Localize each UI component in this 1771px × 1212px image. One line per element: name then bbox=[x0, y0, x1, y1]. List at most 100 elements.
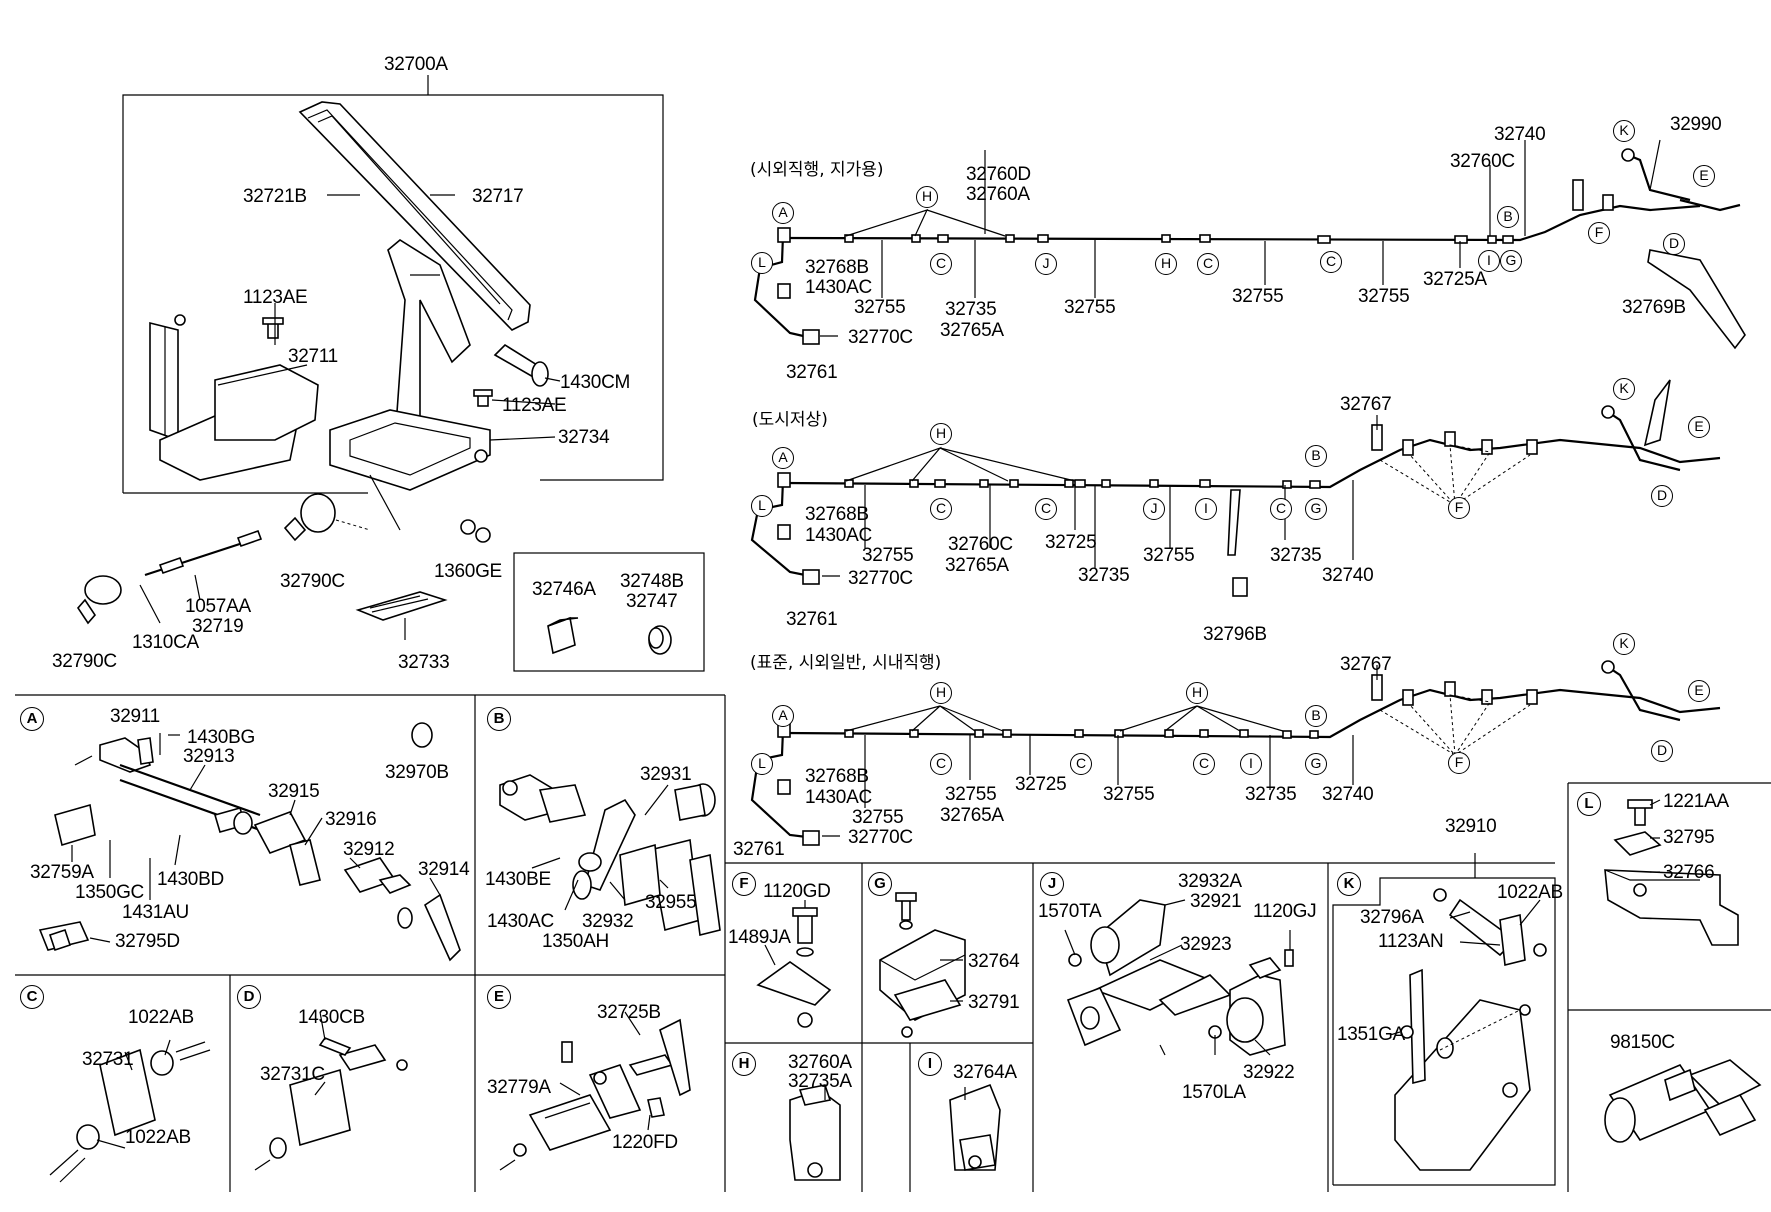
label-32768B-2: 32768B bbox=[805, 504, 869, 525]
label-32717: 32717 bbox=[472, 186, 524, 207]
label-1022AB-k: 1022AB bbox=[1497, 882, 1563, 903]
label-32795D: 32795D bbox=[115, 931, 180, 952]
label-1430AC-3: 1430AC bbox=[805, 787, 872, 808]
callout-a-2: A bbox=[772, 447, 794, 469]
label-32748B: 32748B bbox=[620, 571, 684, 592]
label-32755-1c: 32755 bbox=[1232, 286, 1284, 307]
label-32915: 32915 bbox=[268, 781, 320, 802]
section-k-drawing bbox=[1389, 853, 1547, 1171]
label-1123AE-top: 1123AE bbox=[243, 287, 308, 308]
label-1570LA: 1570LA bbox=[1182, 1082, 1246, 1103]
label-32735A: 32735A bbox=[788, 1071, 852, 1092]
label-1570TA: 1570TA bbox=[1038, 901, 1102, 922]
section-f-drawing bbox=[756, 900, 832, 1028]
label-32990: 32990 bbox=[1670, 114, 1722, 135]
label-32755-3c: 32755 bbox=[1103, 784, 1155, 805]
callout-a-3: A bbox=[772, 705, 794, 727]
header-cable-variant-3: (표준, 시외일반, 시내직행) bbox=[750, 653, 942, 673]
label-32765A-2: 32765A bbox=[945, 555, 1009, 576]
section-g-drawing bbox=[879, 892, 966, 1038]
callout-e-3: E bbox=[1688, 680, 1710, 702]
callout-c-1c: C bbox=[1320, 251, 1342, 273]
label-32795: 32795 bbox=[1663, 827, 1715, 848]
callout-k-3: K bbox=[1613, 633, 1635, 655]
label-32746A: 32746A bbox=[532, 579, 596, 600]
cable-routing-1-drawing bbox=[753, 139, 1746, 350]
label-32761-2: 32761 bbox=[786, 609, 838, 630]
label-32721B: 32721B bbox=[243, 186, 307, 207]
label-32764: 32764 bbox=[968, 951, 1020, 972]
section-e-drawing bbox=[499, 1011, 691, 1171]
callout-c-2b: C bbox=[1035, 498, 1057, 520]
section-d-drawing bbox=[254, 1011, 408, 1171]
callout-e-2: E bbox=[1688, 416, 1710, 438]
label-1360GE: 1360GE bbox=[434, 561, 502, 582]
section-l-drawing bbox=[1604, 799, 1739, 946]
label-1430CB: 1430CB bbox=[298, 1007, 365, 1028]
callout-g-3: G bbox=[1305, 753, 1327, 775]
label-32765A: 32765A bbox=[940, 320, 1004, 341]
label-32790C-center: 32790C bbox=[280, 571, 345, 592]
label-32760D: 32760D bbox=[966, 164, 1031, 185]
label-1430BE: 1430BE bbox=[485, 869, 551, 890]
callout-h-1b: H bbox=[1155, 253, 1177, 275]
label-32955: 32955 bbox=[645, 892, 697, 913]
label-32761-3: 32761 bbox=[733, 839, 785, 860]
label-32770C-3: 32770C bbox=[848, 827, 913, 848]
callout-j-1: J bbox=[1035, 253, 1057, 275]
pedal-assembly-drawing bbox=[76, 75, 705, 672]
label-32765A-3: 32765A bbox=[940, 805, 1004, 826]
label-32914: 32914 bbox=[418, 859, 470, 880]
label-32770C: 32770C bbox=[848, 327, 913, 348]
label-32760C-2: 32760C bbox=[948, 534, 1013, 555]
label-1120GJ: 1120GJ bbox=[1253, 901, 1317, 922]
callout-l-2: L bbox=[751, 495, 773, 517]
label-1430BG: 1430BG bbox=[187, 727, 255, 748]
label-1120GD: 1120GD bbox=[763, 881, 831, 902]
label-1489JA: 1489JA bbox=[728, 927, 791, 948]
label-32755-3a: 32755 bbox=[852, 807, 904, 828]
label-32767-2: 32767 bbox=[1340, 394, 1392, 415]
label-1123AE-right: 1123AE bbox=[502, 395, 567, 416]
label-32779A: 32779A bbox=[487, 1077, 551, 1098]
callout-f-1: F bbox=[1588, 222, 1610, 244]
label-32725A: 32725A bbox=[1423, 269, 1487, 290]
cable3-connectors bbox=[844, 729, 1319, 739]
label-1350AH: 1350AH bbox=[542, 931, 609, 952]
label-32725-3: 32725 bbox=[1015, 774, 1067, 795]
callout-i-3: I bbox=[1240, 753, 1262, 775]
label-1310CA: 1310CA bbox=[132, 632, 199, 653]
label-32735-2a: 32735 bbox=[1078, 565, 1130, 586]
label-32768B-3: 32768B bbox=[805, 766, 869, 787]
callout-i-2: I bbox=[1195, 498, 1217, 520]
label-32733: 32733 bbox=[398, 652, 450, 673]
motor-98150c-drawing bbox=[1604, 1059, 1762, 1143]
label-32731C: 32731C bbox=[260, 1064, 325, 1085]
label-32719: 32719 bbox=[192, 616, 244, 637]
section-badge-g: G bbox=[868, 872, 892, 896]
section-badge-h: H bbox=[732, 1052, 756, 1076]
label-98150C: 98150C bbox=[1610, 1032, 1675, 1053]
label-32725-2: 32725 bbox=[1045, 532, 1097, 553]
callout-e-1: E bbox=[1693, 165, 1715, 187]
label-32755-2a: 32755 bbox=[862, 545, 914, 566]
section-badge-c: C bbox=[20, 985, 44, 1009]
label-1022AB-c-top: 1022AB bbox=[128, 1007, 194, 1028]
label-1430CM: 1430CM bbox=[560, 372, 631, 393]
label-32735-2b: 32735 bbox=[1270, 545, 1322, 566]
callout-h-3b: H bbox=[1186, 682, 1208, 704]
section-c-drawing bbox=[49, 1039, 211, 1183]
label-32796B: 32796B bbox=[1203, 624, 1267, 645]
section-badge-d: D bbox=[237, 985, 261, 1009]
label-1431AU: 1431AU bbox=[122, 902, 189, 923]
header-cable-variant-1: (시외직행, 지가용) bbox=[750, 160, 884, 180]
callout-d-1: D bbox=[1663, 233, 1685, 255]
label-32725B: 32725B bbox=[597, 1002, 661, 1023]
header-cable-variant-2: (도시저상) bbox=[752, 410, 828, 430]
callout-j-2: J bbox=[1143, 498, 1165, 520]
label-32790C-left: 32790C bbox=[52, 651, 117, 672]
label-32764A: 32764A bbox=[953, 1062, 1017, 1083]
cable2-connectors bbox=[844, 479, 1321, 489]
label-32932A: 32932A bbox=[1178, 871, 1242, 892]
